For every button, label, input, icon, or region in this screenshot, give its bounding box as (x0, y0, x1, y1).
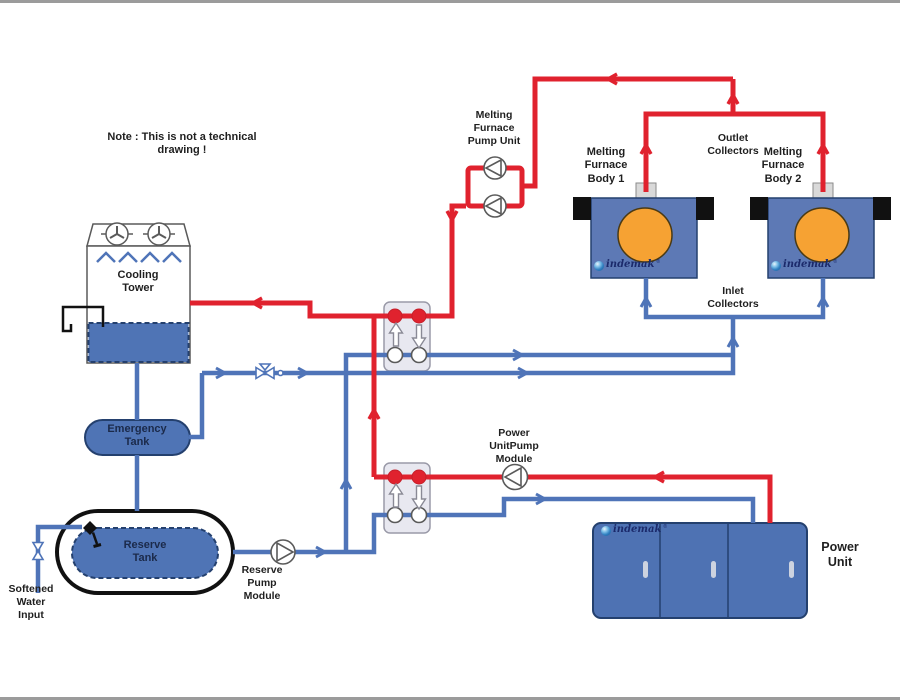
crucible (617, 207, 673, 263)
brand-logo: indemak ® (601, 525, 667, 537)
inlet-valve-icon (31, 541, 45, 561)
reserve-pump-module-label: Reserve Pump Module (241, 564, 283, 602)
registered-mark: ® (833, 259, 838, 265)
melting-furnace-1 (573, 182, 714, 279)
door-handle (789, 561, 794, 578)
globe-icon (771, 261, 781, 271)
melting-furnace-pump-unit-label: Melting Furnace Pump Unit (467, 109, 521, 147)
reserve-tank-water (71, 527, 219, 579)
down-arrow-icon (411, 324, 427, 350)
inlet-collectors-label: Inlet Collectors (707, 285, 759, 310)
door-handle (711, 561, 716, 578)
flow-arrows-hot (249, 72, 830, 484)
brand-logo: indemak ® (594, 260, 660, 272)
globe-valve-icon (255, 363, 284, 380)
manifold-ports-lower (386, 469, 428, 524)
overflow-pipe (61, 305, 105, 333)
power-unit-pump-module-label: Power UnitPump Module (489, 427, 539, 465)
brand-logo: indemak ® (771, 260, 837, 272)
float-valve-icon (83, 521, 102, 548)
down-arrow-icon (411, 485, 427, 511)
top-edge-line (0, 0, 900, 3)
flow-arrows-cold (215, 294, 830, 559)
brand-name: indemak (783, 259, 832, 270)
door-handle (643, 561, 648, 578)
melting-furnace-2 (750, 182, 891, 279)
globe-icon (594, 261, 604, 271)
reserve-pump-icon (270, 539, 296, 565)
registered-mark: ® (663, 524, 668, 530)
chevron-band (96, 251, 182, 263)
registered-mark: ® (656, 259, 661, 265)
brand-name: indemak (613, 524, 662, 535)
emergency-tank-label: Emergency Tank (107, 423, 167, 449)
power-unit-cabinet (592, 522, 808, 619)
tower-water (87, 322, 190, 363)
globe-icon (601, 526, 611, 536)
fan-icon (101, 222, 133, 246)
brand-name: indemak (606, 259, 655, 270)
melting-furnace-body-1-label: Melting Furnace Body 1 (584, 146, 628, 185)
bottom-edge-line (0, 697, 900, 700)
up-arrow-icon (388, 321, 404, 347)
crucible (794, 207, 850, 263)
note-text: Note : This is not a technical drawing ! (107, 131, 257, 157)
fan-icon (143, 222, 175, 246)
cooling-tower-label: Cooling Tower (117, 269, 159, 295)
outlet-collectors-label: Outlet Collectors (707, 132, 759, 157)
power-unit-label: Power Unit (821, 540, 859, 570)
melting-furnace-body-2-label: Melting Furnace Body 2 (761, 146, 805, 185)
power-unit-pump-icon (501, 463, 529, 491)
cooling-tower (61, 222, 191, 364)
melting-furnace-pump-icon (483, 156, 507, 218)
manifold-ports-upper (386, 308, 428, 364)
reserve-tank-label: Reserve Tank (123, 539, 167, 565)
softened-water-input-label: Softened Water Input (8, 583, 54, 621)
up-arrow-icon (388, 482, 404, 508)
